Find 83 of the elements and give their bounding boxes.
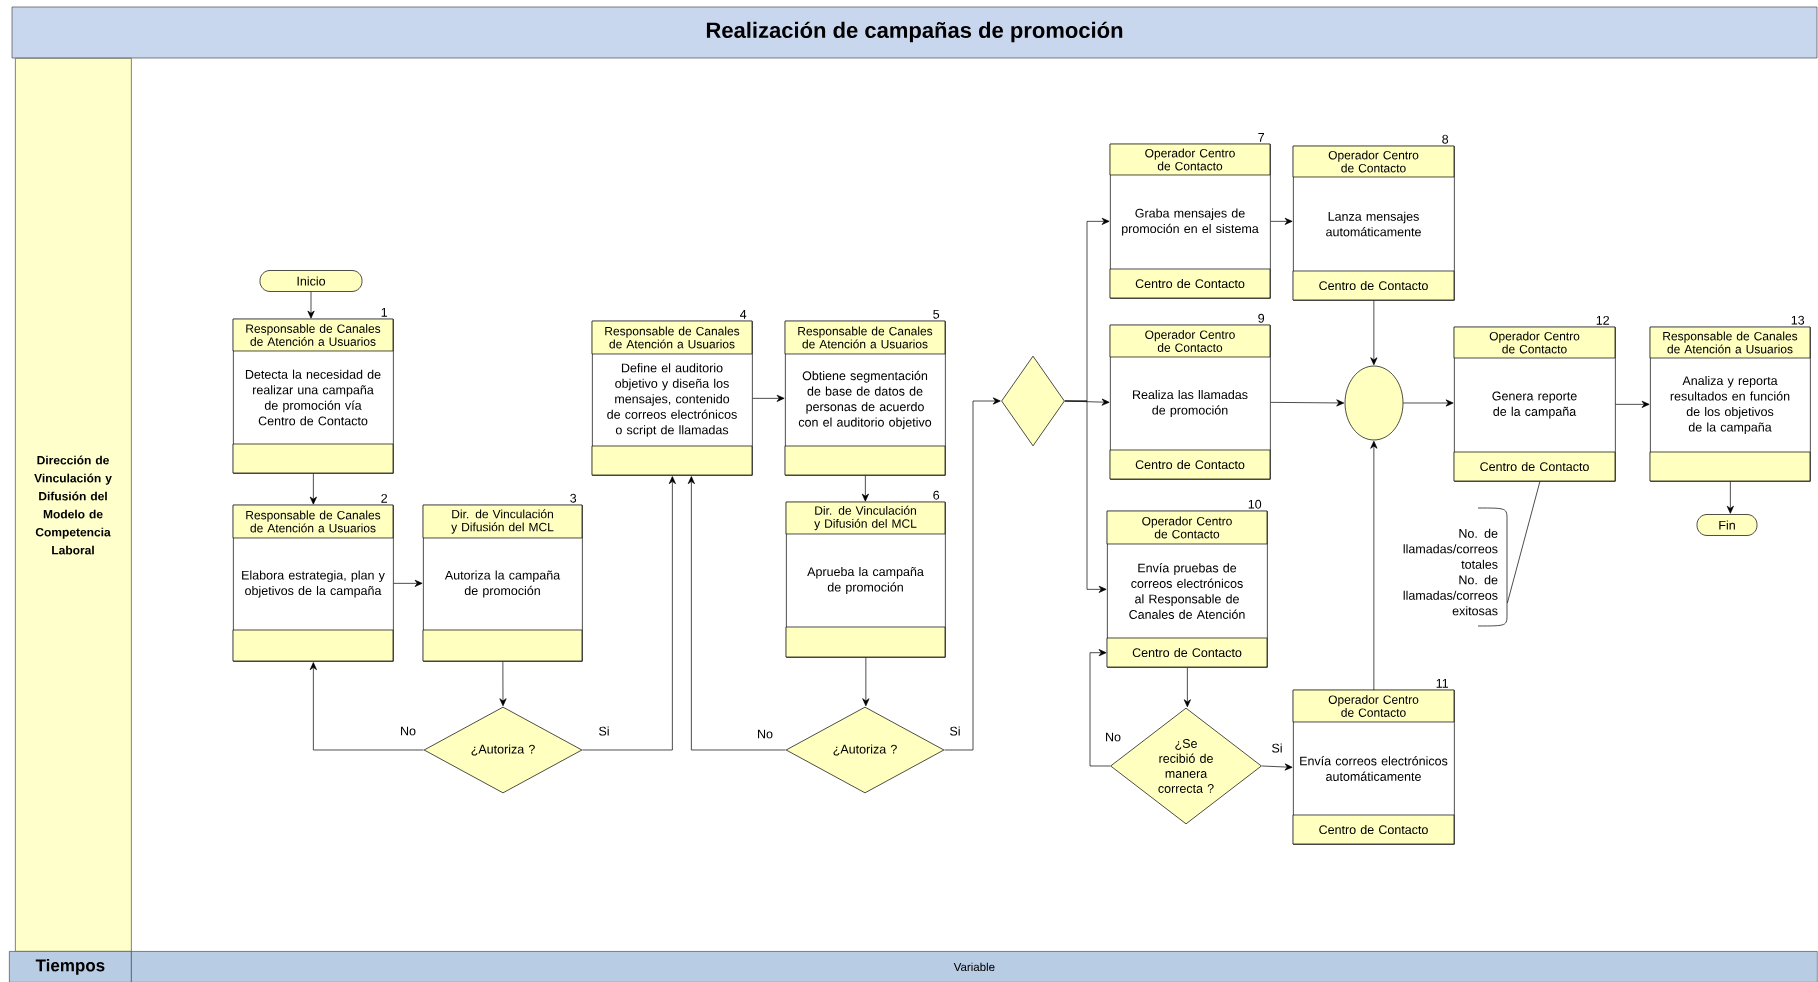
- node-label: Envía correos electrónicos automáticamente: [1300, 756, 1448, 781]
- decision-diamond: [1001, 355, 1065, 447]
- arrow: [307, 291, 315, 319]
- edge-label: Si: [597, 725, 611, 737]
- arrow: [861, 475, 869, 502]
- node-label: Lanza mensajes automáticamente: [1326, 211, 1421, 237]
- node-label: Elabora estrategia, plan y objetivos de la campaña: [242, 570, 385, 598]
- node-label: Dir. de Vinculación y Difusión del MCL: [814, 505, 917, 531]
- arrow: [499, 661, 507, 707]
- edge-label: Si: [948, 725, 962, 737]
- step-number: 6: [933, 490, 940, 500]
- arrow: [1615, 400, 1650, 408]
- arrow: [1726, 481, 1734, 514]
- arrow: [1403, 399, 1454, 407]
- step-number: 12: [1596, 315, 1610, 325]
- node-label: Operador Centro de Contacto: [1145, 330, 1235, 352]
- terminator: Fin: [1696, 514, 1758, 536]
- process-box: Responsable de Canales de Atención a Usuarios Elabora estrategia, plan y objetivos de la campaña: [232, 504, 394, 662]
- step-number: 10: [1248, 499, 1262, 509]
- step-number: 3: [570, 493, 577, 503]
- arrow: [1064, 400, 1107, 593]
- step-number: 7: [1258, 133, 1265, 142]
- arrow: [393, 579, 423, 587]
- step-number: 4: [740, 310, 747, 319]
- arrow: [309, 662, 424, 751]
- step-number: 13: [1791, 315, 1805, 325]
- arrow: [944, 397, 1001, 751]
- lane-header: Dirección de Vinculación y Difusión del Modelo de Competencia Laboral: [15, 58, 132, 952]
- arrow: [309, 473, 317, 505]
- node-label: Genera reporte de la campaña: [1492, 391, 1577, 419]
- node-label: Centro de Contacto: [1135, 278, 1245, 289]
- step-number: 8: [1442, 134, 1449, 144]
- node-label: Graba mensajes de promoción en el sistema: [1122, 208, 1259, 236]
- step-number: 2: [381, 493, 388, 503]
- process-box: Responsable de Canales de Atención a Usuarios Detecta la necesidad de realizar una campaña de promoción vía Centro de Contacto: [232, 318, 394, 474]
- node-label: Operador Centro de Contacto: [1328, 695, 1419, 717]
- node-label: Centro de Contacto: [1319, 280, 1428, 291]
- process-box: Operador Centro de Contacto Envía pruebas de correos electrónicos al Responsable de Canales de Atención Centro de Contacto: [1106, 510, 1268, 668]
- arrow: [1261, 763, 1293, 771]
- process-box: Dir. de Vinculación y Difusión del MCL Autoriza la campaña de promoción: [422, 504, 583, 662]
- node-label: Responsable de Canales de Atención a Usuarios: [246, 510, 381, 533]
- arrow: [1089, 649, 1111, 767]
- step-number: 5: [933, 309, 940, 319]
- node-label: Operador Centro de Contacto: [1328, 150, 1419, 173]
- arrow: [1270, 399, 1345, 407]
- title-bar: Realización de campañas de promoción: [11, 6, 1818, 59]
- process-box: Operador Centro de Contacto Realiza las llamadas de promoción Centro de Contacto: [1109, 324, 1271, 480]
- arrow: [1370, 300, 1378, 366]
- arrow: [1270, 217, 1293, 225]
- annotation-text: No. de llamadas/correos totales No. de llamadas/correos exitosas: [1403, 528, 1498, 616]
- process-box: Operador Centro de Contacto Envía correos electrónicos automáticamente Centro de Contacto: [1292, 689, 1455, 845]
- node-label: Centro de Contacto: [1480, 461, 1589, 472]
- arrow: [687, 476, 786, 751]
- process-box: Responsable de Canales de Atención a Usuarios Define el auditorio objetivo y diseña los mensajes, contenido de correos electrónicos o script de llamadas: [591, 320, 753, 476]
- process-box: Operador Centro de Contacto Lanza mensajes automáticamente Centro de Contacto: [1292, 145, 1455, 301]
- node-label: Centro de Contacto: [1135, 459, 1245, 470]
- node-label: Operador Centro de Contacto: [1145, 148, 1235, 171]
- node-label: Realiza las llamadas de promoción: [1133, 389, 1248, 418]
- process-box: Responsable de Canales de Atención a Usuarios Analiza y reporta resultados en función de los objetivos de la campaña: [1649, 326, 1811, 482]
- process-box: Responsable de Canales de Atención a Usuarios Obtiene segmentación de base de datos de personas de acuerdo con el auditorio objetivo: [784, 320, 946, 476]
- node-label: Autoriza la campaña de promoción: [444, 570, 561, 598]
- arrow: [862, 657, 870, 707]
- node-label: Operador Centro de Contacto: [1489, 331, 1580, 354]
- leader-line: [1507, 481, 1541, 604]
- arrow: [582, 476, 676, 751]
- arrow: [1183, 667, 1191, 708]
- edge-label: No: [399, 725, 417, 737]
- process-box: Operador Centro de Contacto Graba mensajes de promoción en el sistema Centro de Contacto: [1109, 143, 1271, 299]
- time-header-cell: Tiempos: [9, 951, 132, 982]
- step-number: 11: [1436, 679, 1449, 688]
- process-box: Dir. de Vinculación y Difusión del MCL Aprueba la campaña de promoción: [785, 501, 946, 658]
- process-box: Operador Centro de Contacto Genera reporte de la campaña Centro de Contacto: [1453, 326, 1616, 482]
- edge-label: No: [756, 728, 774, 740]
- step-number: 1: [381, 308, 388, 317]
- node-label: Aprueba la campaña de promoción: [807, 566, 924, 595]
- step-number: 9: [1258, 313, 1265, 323]
- arrow: [1370, 440, 1378, 691]
- node-label: Centro de Contacto: [1319, 824, 1428, 835]
- terminator: Inicio: [259, 270, 363, 292]
- node-label: Dir. de Vinculación y Difusión del MCL: [451, 509, 554, 534]
- connector-circle: [1344, 365, 1404, 441]
- arrow: [752, 394, 785, 402]
- edge-label: Si: [1270, 742, 1284, 754]
